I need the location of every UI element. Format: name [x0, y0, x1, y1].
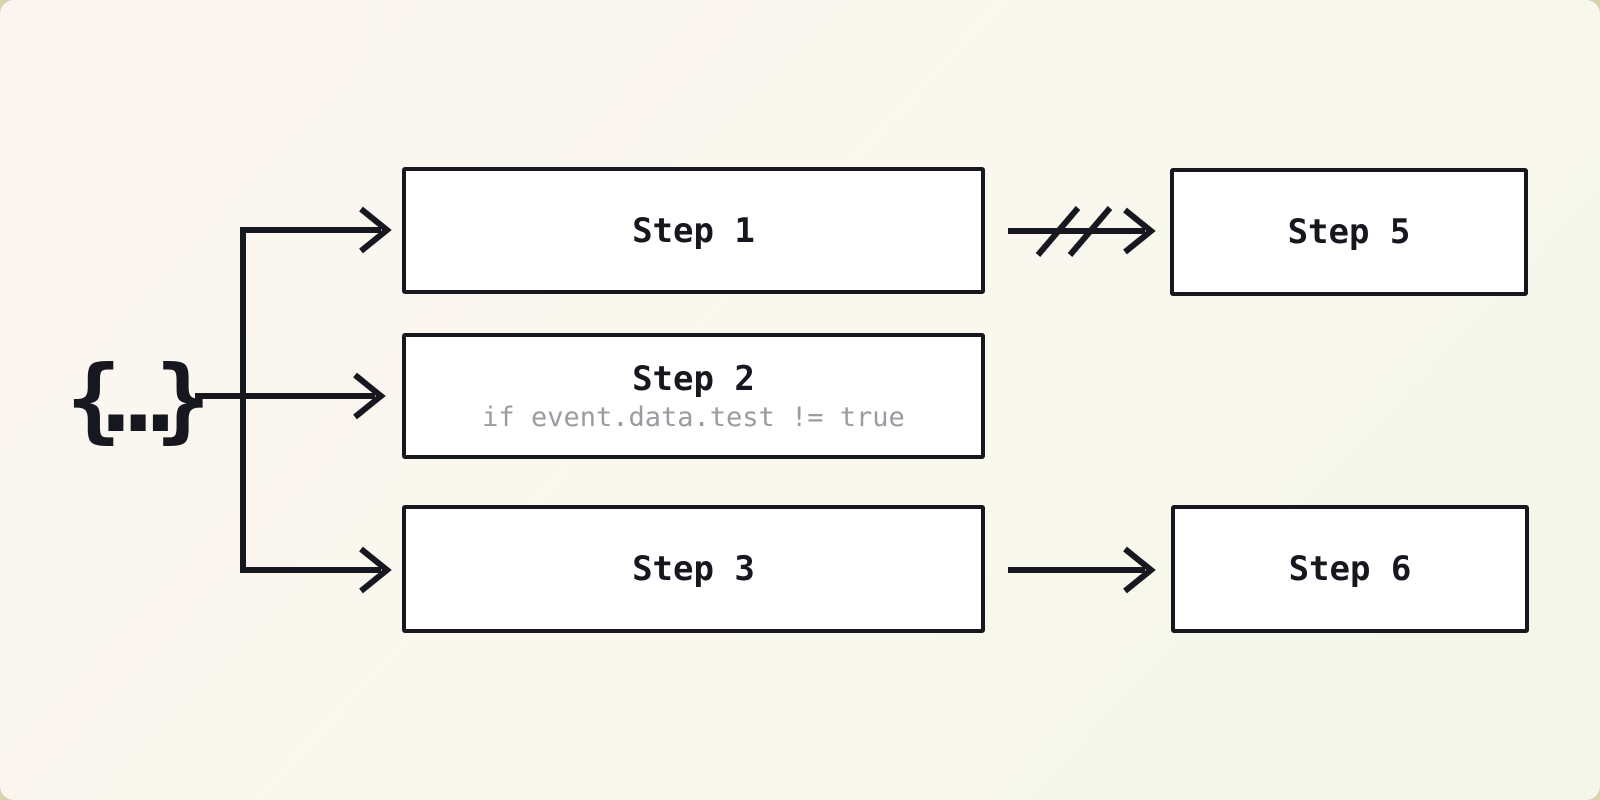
- arrowhead-step1-icon: [359, 206, 392, 254]
- fanout-trunk-line: [240, 227, 381, 573]
- node-step-3-label: Step 3: [632, 549, 755, 589]
- arrowhead-step5-icon: [1123, 207, 1156, 255]
- node-step-2: Step 2 if event.data.test != true: [402, 333, 985, 459]
- arrowhead-step3-icon: [359, 546, 392, 594]
- node-step-1: Step 1: [402, 167, 985, 294]
- event-payload-icon: {...}: [66, 346, 211, 453]
- edge-step1-step5-cancelled: [1008, 206, 1156, 257]
- edge-source-fanout: [195, 206, 392, 594]
- node-step-6: Step 6: [1171, 505, 1529, 633]
- node-step-2-condition: if event.data.test != true: [482, 402, 905, 433]
- node-step-1-label: Step 1: [632, 210, 755, 251]
- node-step-3: Step 3: [402, 505, 985, 633]
- node-step-5: Step 5: [1170, 168, 1528, 296]
- node-step-2-label: Step 2: [632, 359, 755, 399]
- arrowhead-step6-icon: [1123, 546, 1156, 594]
- node-step-5-label: Step 5: [1287, 212, 1411, 252]
- node-step-6-label: Step 6: [1288, 549, 1412, 589]
- cancel-slash-2-icon: [1067, 206, 1113, 257]
- arrowhead-step2-icon: [353, 372, 386, 420]
- edge-step3-step6: [1008, 546, 1156, 594]
- cancel-slash-1-icon: [1035, 206, 1081, 257]
